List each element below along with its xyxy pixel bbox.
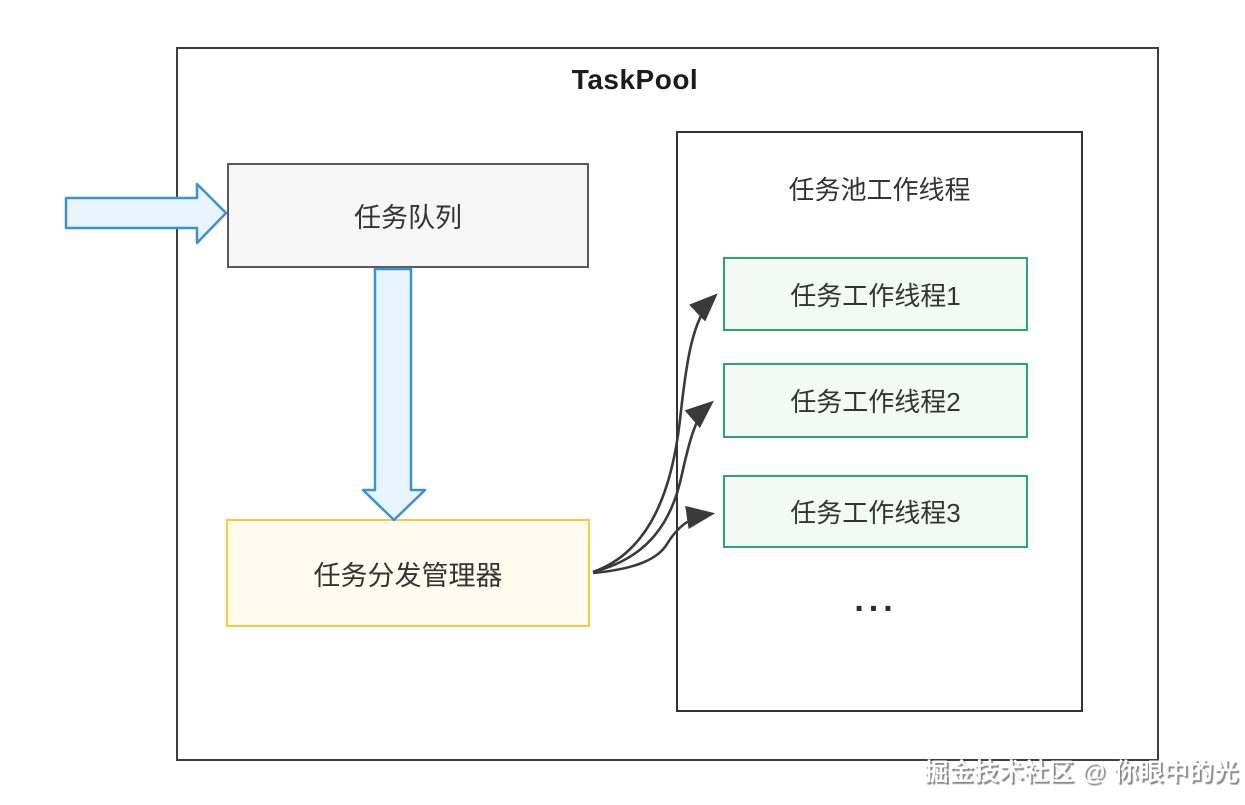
worker-thread-2-label: 任务工作线程2 — [790, 387, 961, 417]
taskpool-frame — [176, 47, 1159, 761]
diagram-title: TaskPool — [571, 64, 699, 95]
worker-thread-1-node: 任务工作线程1 — [723, 257, 1028, 331]
watermark: 掘金技术社区 @ 你眼中的光 — [924, 759, 1239, 786]
worker-thread-1-label: 任务工作线程1 — [790, 280, 961, 311]
task-queue-node: 任务队列 — [227, 163, 589, 268]
worker-panel-title: 任务池工作线程 — [788, 175, 971, 205]
worker-thread-3-node: 任务工作线程3 — [723, 475, 1028, 548]
more-threads-ellipsis: ... — [854, 581, 898, 619]
dispatch-manager-label: 任务分发管理器 — [313, 560, 503, 591]
dispatch-manager-node: 任务分发管理器 — [226, 519, 590, 627]
worker-thread-2-node: 任务工作线程2 — [723, 363, 1028, 438]
worker-thread-3-label: 任务工作线程3 — [790, 498, 961, 528]
task-queue-label: 任务队列 — [354, 203, 462, 233]
